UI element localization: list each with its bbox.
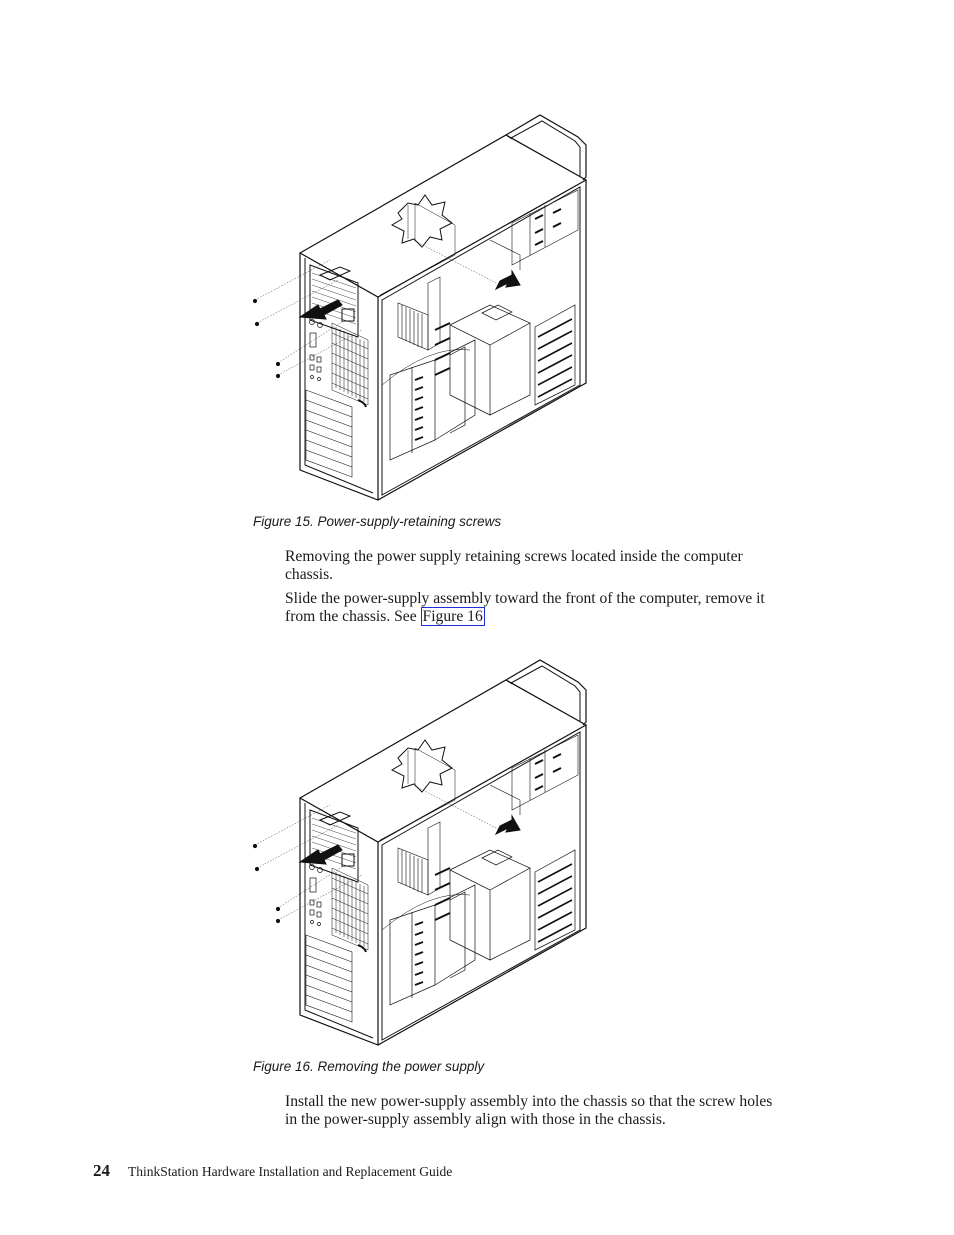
figure-16-caption: Figure 16. Removing the power supply xyxy=(253,1059,485,1074)
paragraph-line: Install the new power-supply assembly in… xyxy=(285,1093,773,1110)
page-footer: 24 ThinkStation Hardware Installation an… xyxy=(93,1161,452,1181)
paragraph-install-power-supply: Install the new power-supply assembly in… xyxy=(285,1093,845,1129)
paragraph-text: from the chassis. See xyxy=(285,608,421,625)
paragraph-line: chassis. xyxy=(285,566,334,583)
page-number: 24 xyxy=(93,1161,110,1180)
paragraph-line: from the chassis. See Figure 16 xyxy=(285,607,845,626)
paragraph-remove-screws: Removing the power supply retaining scre… xyxy=(285,548,845,584)
figure-15-illustration xyxy=(250,105,600,505)
document-title: ThinkStation Hardware Installation and R… xyxy=(128,1164,453,1179)
figure-15-caption: Figure 15. Power-supply-retaining screws xyxy=(253,514,502,529)
figure-16-illustration xyxy=(250,650,600,1050)
paragraph-line: Slide the power-supply assembly toward t… xyxy=(285,590,765,607)
paragraph-slide-power-supply: Slide the power-supply assembly toward t… xyxy=(285,590,845,626)
paragraph-line: in the power-supply assembly align with … xyxy=(285,1111,666,1128)
paragraph-line: Removing the power supply retaining scre… xyxy=(285,548,743,565)
figure-16-link[interactable]: Figure 16 xyxy=(420,607,485,626)
